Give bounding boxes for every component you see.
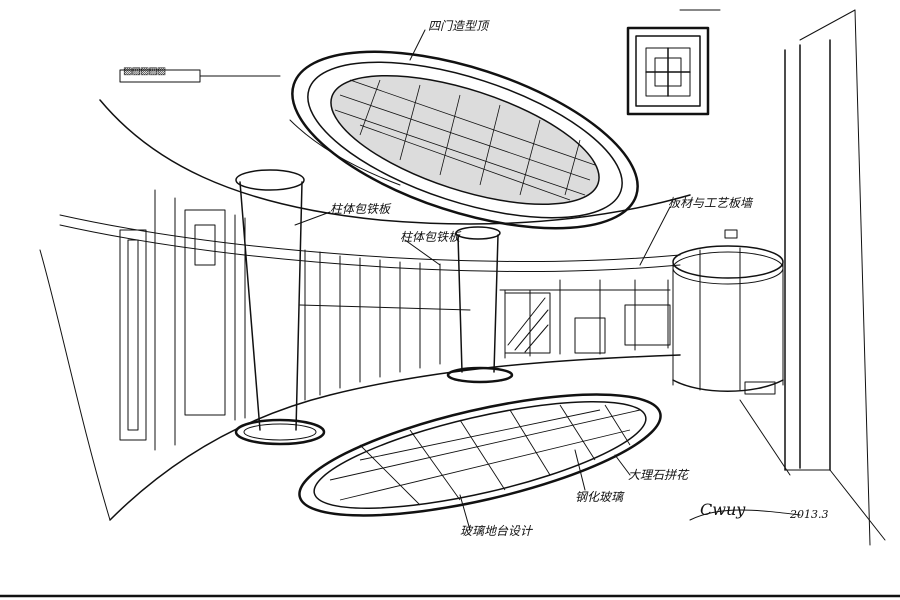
ceiling-oval — [289, 50, 639, 230]
left-wall-edge — [39, 249, 111, 521]
signature: Cwuy — [700, 500, 746, 519]
right-wall — [739, 9, 886, 546]
annotation-ceiling-feature: 四门造型顶 — [428, 19, 489, 33]
signature-date: 2013.3 — [790, 508, 829, 521]
right-partition — [672, 229, 784, 395]
back-wall-mullions — [299, 249, 671, 401]
ceiling-pattern — [334, 79, 596, 201]
legend-mark: ▨▨▨▨▨ — [123, 66, 166, 77]
wall-top-band — [59, 214, 681, 263]
column-left — [234, 169, 326, 446]
annotation-right-wall: 板材与工艺板墙 — [668, 196, 753, 210]
leader-lines — [294, 9, 721, 531]
annotation-column-finish: 柱体包铁板 — [330, 202, 391, 216]
detail-thumbnail — [626, 26, 710, 116]
floor-grid — [329, 404, 641, 506]
annotation-column-finish-right: 柱体包铁板 — [400, 230, 461, 244]
left-wall-panels — [119, 189, 246, 451]
wall-top-band-2 — [59, 224, 681, 273]
signature-stroke — [689, 509, 801, 521]
annotation-floor-feature: 玻璃地台设计 — [460, 524, 533, 538]
floor-glass-oval — [298, 393, 662, 517]
ceiling-curve — [99, 99, 691, 225]
floor-curve — [109, 354, 681, 521]
annotation-floor-glass: 钢化玻璃 — [575, 490, 624, 504]
column-center — [446, 226, 514, 384]
back-glass-doors — [504, 292, 671, 354]
annotation-floor-stone: 大理石拼花 — [628, 468, 689, 482]
